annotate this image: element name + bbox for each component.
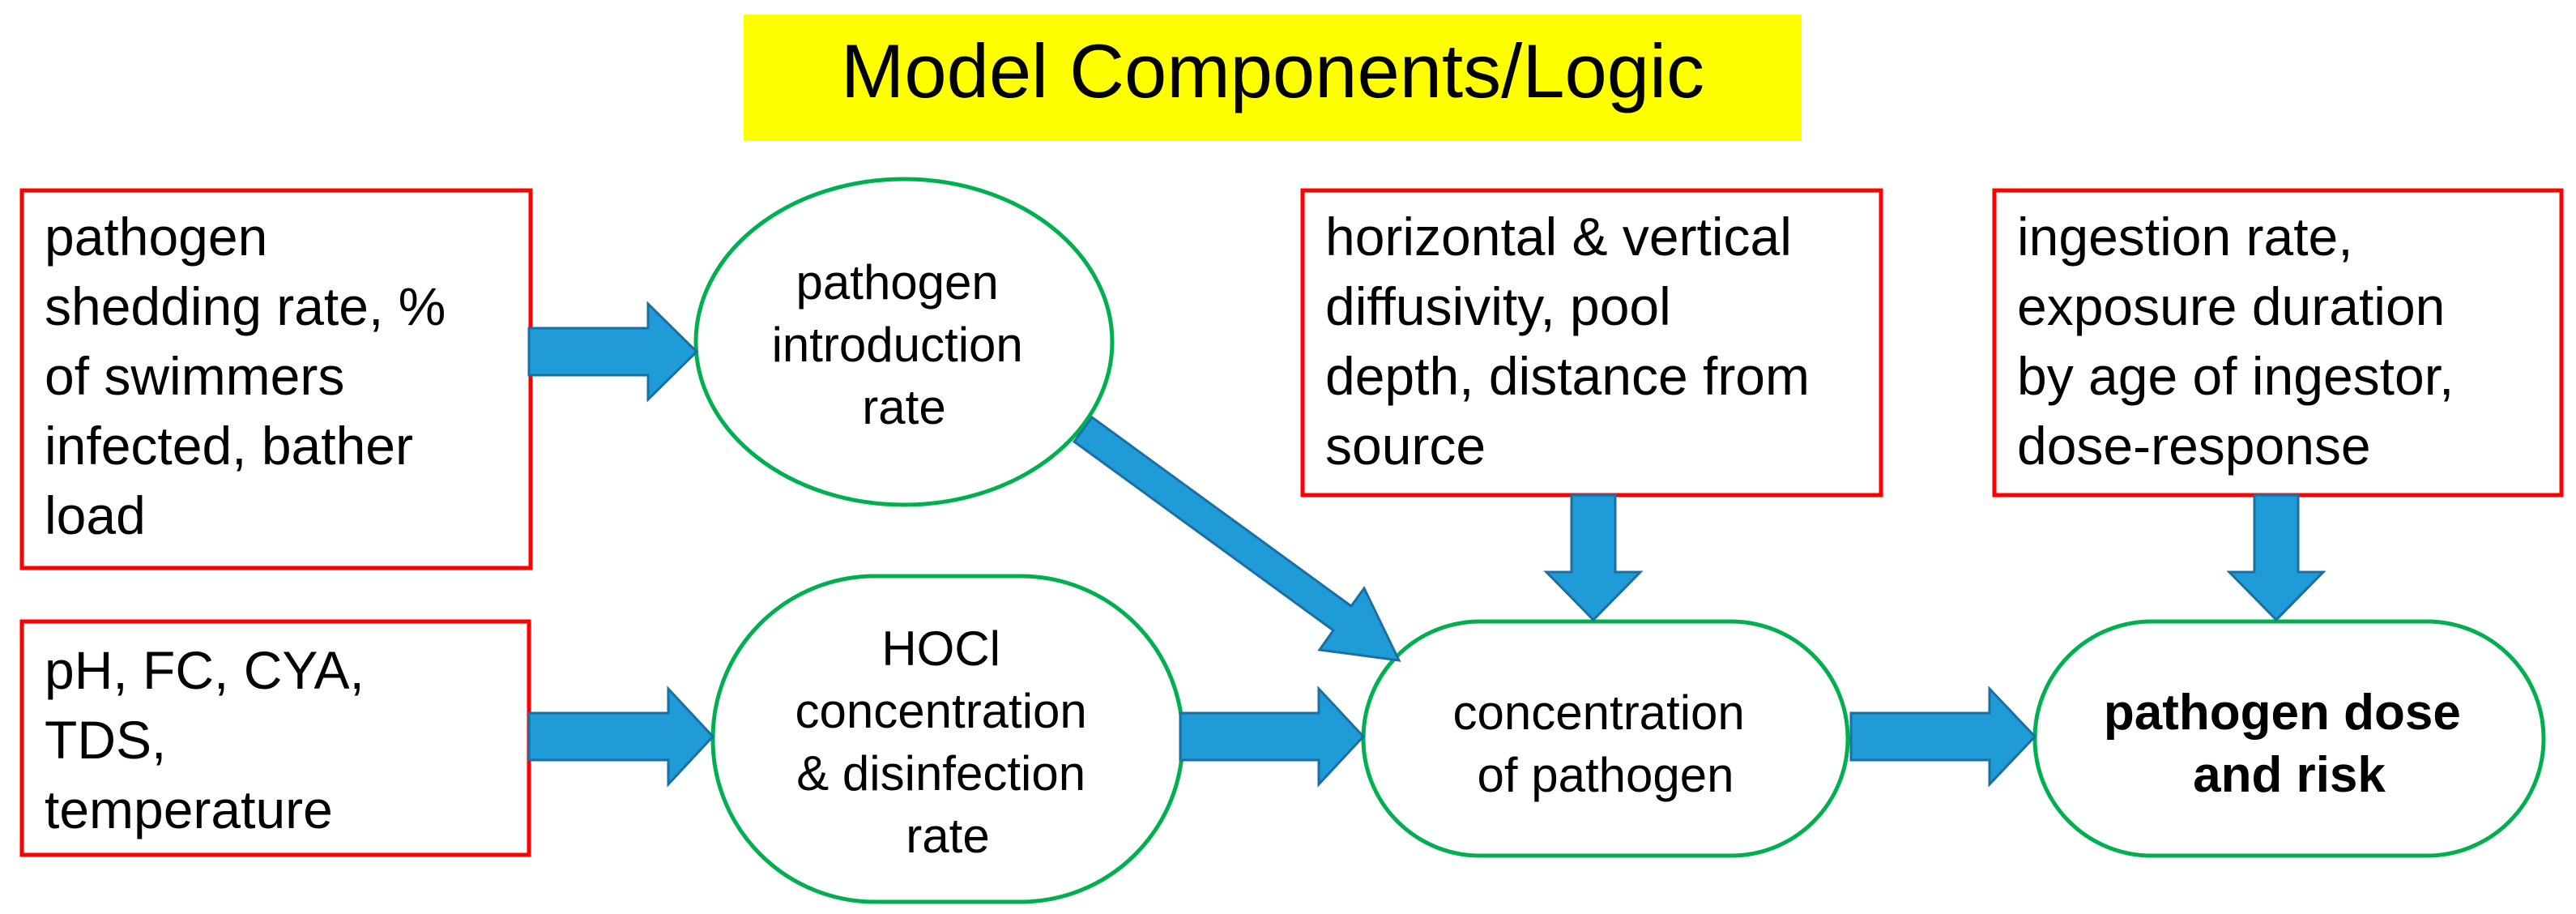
process-dose-risk: pathogen dose and risk <box>2032 619 2546 858</box>
input-box-ingestion-line: by age of ingestor, <box>2017 346 2454 406</box>
process-concentration-line: concentration <box>1453 686 1745 740</box>
process-disinfection-line: & disinfection <box>796 746 1085 801</box>
input-box-water-chemistry-line: TDS, <box>45 710 166 770</box>
process-concentration-line: of pathogen <box>1478 748 1734 802</box>
input-box-water-chemistry-text: pH, FC, CYA, TDS, temperature <box>45 640 379 839</box>
input-box-diffusivity-line: horizontal & vertical <box>1325 207 1792 267</box>
process-concentration-text: concentration of pathogen <box>1453 686 1759 802</box>
input-box-shedding-line: load <box>45 485 146 545</box>
input-box-ingestion-text: ingestion rate, exposure duration by age… <box>2017 207 2469 476</box>
process-disinfection: HOCl concentration & disinfection rate <box>710 574 1185 904</box>
process-introduction-rate-line: introduction <box>772 318 1023 372</box>
flow-arrows <box>527 301 2327 788</box>
arrow-right-icon <box>1179 686 1366 788</box>
input-box-shedding-text: pathogen shedding rate, % of swimmers in… <box>45 207 461 545</box>
diagram-title: Model Components/Logic <box>841 28 1704 113</box>
process-concentration-outline <box>1361 619 1850 858</box>
input-box-water-chemistry-line: pH, FC, CYA, <box>45 640 365 700</box>
process-concentration: concentration of pathogen <box>1361 619 1850 858</box>
title-banner: Model Components/Logic <box>744 15 1802 141</box>
input-box-diffusivity-text: horizontal & vertical diffusivity, pool … <box>1325 207 1824 476</box>
input-box-ingestion-border <box>1992 188 2564 498</box>
process-dose-risk-line: and risk <box>2193 747 2386 803</box>
process-disinfection-line: concentration <box>795 684 1087 738</box>
process-disinfection-line: rate <box>906 809 989 863</box>
process-dose-risk-text: pathogen dose and risk <box>2104 685 2475 803</box>
input-box-shedding-border <box>19 188 533 570</box>
input-box-water-chemistry: pH, FC, CYA, TDS, temperature <box>19 619 531 857</box>
title-background <box>744 15 1802 141</box>
process-introduction-rate-line: pathogen <box>796 255 999 310</box>
process-disinfection-text: HOCl concentration & disinfection rate <box>795 621 1101 863</box>
input-box-shedding: pathogen shedding rate, % of swimmers in… <box>19 188 533 570</box>
process-introduction-rate-outline <box>693 177 1115 507</box>
process-introduction-rate-line: rate <box>862 380 945 434</box>
input-box-ingestion-line: exposure duration <box>2017 276 2445 336</box>
input-box-ingestion: ingestion rate, exposure duration by age… <box>1992 188 2564 498</box>
input-box-diffusivity: horizontal & vertical diffusivity, pool … <box>1300 188 1883 498</box>
input-box-water-chemistry-border <box>19 619 531 857</box>
input-box-diffusivity-border <box>1300 188 1883 498</box>
arrow-down-icon <box>2226 493 2327 622</box>
input-box-diffusivity-line: source <box>1325 416 1486 476</box>
arrow-right-icon <box>527 301 699 403</box>
input-box-ingestion-line: dose-response <box>2017 416 2371 476</box>
arrow-diagonal-icon <box>1072 415 1401 662</box>
input-box-shedding-line: pathogen <box>45 207 267 267</box>
arrow-down-icon <box>1543 493 1644 622</box>
arrow-right-icon <box>1849 686 2037 788</box>
arrow-right-icon <box>527 686 715 788</box>
input-box-shedding-line: shedding rate, % <box>45 276 446 336</box>
input-box-diffusivity-line: depth, distance from <box>1325 346 1810 406</box>
process-dose-risk-line: pathogen dose <box>2104 685 2461 741</box>
process-introduction-rate-text: pathogen introduction rate <box>772 255 1037 434</box>
process-introduction-rate: pathogen introduction rate <box>693 177 1115 507</box>
process-dose-risk-outline <box>2032 619 2546 858</box>
input-box-diffusivity-line: diffusivity, pool <box>1325 276 1671 336</box>
input-box-ingestion-line: ingestion rate, <box>2017 207 2353 267</box>
process-disinfection-line: HOCl <box>881 621 1000 676</box>
input-box-shedding-line: of swimmers <box>45 346 344 406</box>
input-box-water-chemistry-line: temperature <box>45 779 333 839</box>
input-box-shedding-line: infected, bather <box>45 416 413 476</box>
